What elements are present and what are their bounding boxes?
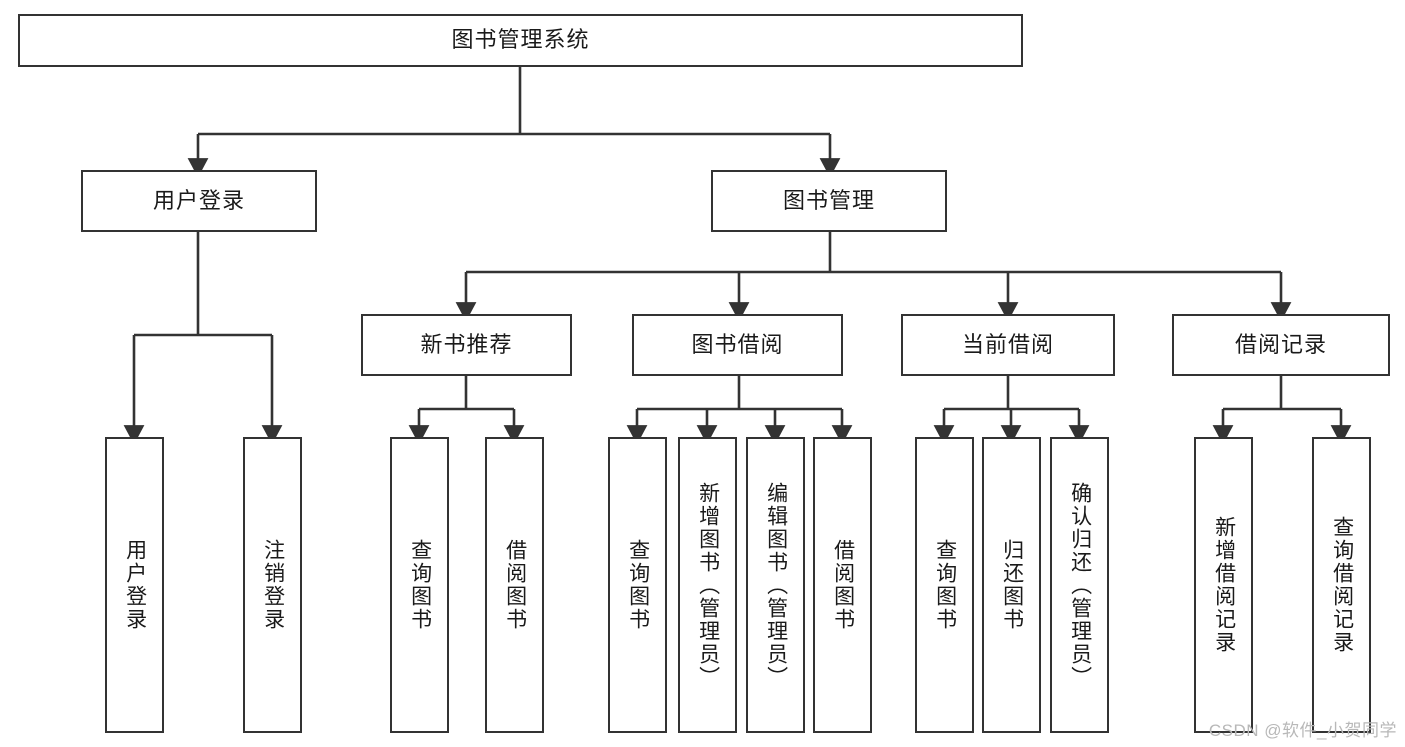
- node-book-management[interactable]: 图书管理: [711, 170, 947, 232]
- node-book-borrow[interactable]: 图书借阅: [632, 314, 843, 376]
- leaf-record-query-record[interactable]: 查询借阅记录: [1312, 437, 1371, 733]
- leaf-recommend-borrow-book[interactable]: 借阅图书: [485, 437, 544, 733]
- node-label: 查询图书: [408, 539, 432, 631]
- node-label: 借阅记录: [1234, 331, 1327, 357]
- leaf-borrow-edit-book-admin[interactable]: 编辑图书（管理员）: [746, 437, 805, 733]
- leaf-recommend-query-book[interactable]: 查询图书: [390, 437, 449, 733]
- node-label: 确认归还（管理员）: [1068, 481, 1092, 689]
- leaf-user-login[interactable]: 用户登录: [105, 437, 164, 733]
- node-label: 新增图书（管理员）: [696, 481, 720, 689]
- node-label: 借阅图书: [831, 539, 855, 631]
- leaf-record-add-record[interactable]: 新增借阅记录: [1194, 437, 1253, 733]
- node-current-borrow[interactable]: 当前借阅: [901, 314, 1115, 376]
- node-label: 编辑图书（管理员）: [764, 481, 788, 689]
- leaf-user-logout[interactable]: 注销登录: [243, 437, 302, 733]
- leaf-current-confirm-return-admin[interactable]: 确认归还（管理员）: [1050, 437, 1109, 733]
- node-label: 图书管理: [782, 187, 875, 213]
- node-label: 图书管理系统: [451, 27, 590, 53]
- leaf-borrow-borrow-book[interactable]: 借阅图书: [813, 437, 872, 733]
- leaf-borrow-query-book[interactable]: 查询图书: [608, 437, 667, 733]
- node-label: 注销登录: [261, 539, 285, 631]
- node-new-book-recommend[interactable]: 新书推荐: [361, 314, 572, 376]
- leaf-current-return-book[interactable]: 归还图书: [982, 437, 1041, 733]
- node-label: 用户登录: [123, 539, 147, 631]
- node-label: 当前借阅: [961, 331, 1054, 357]
- node-label: 借阅图书: [503, 539, 527, 631]
- leaf-current-query-book[interactable]: 查询图书: [915, 437, 974, 733]
- node-label: 用户登录: [152, 187, 245, 213]
- node-label: 新书推荐: [420, 331, 513, 357]
- node-label: 查询图书: [933, 539, 957, 631]
- node-label: 图书借阅: [691, 331, 784, 357]
- leaf-borrow-add-book-admin[interactable]: 新增图书（管理员）: [678, 437, 737, 733]
- node-label: 归还图书: [1000, 539, 1024, 631]
- node-root-system[interactable]: 图书管理系统: [18, 14, 1023, 67]
- node-label: 查询图书: [626, 539, 650, 631]
- node-label: 查询借阅记录: [1330, 516, 1354, 654]
- node-user-login[interactable]: 用户登录: [81, 170, 317, 232]
- csdn-watermark: CSDN @软件_小贺同学: [1208, 721, 1397, 740]
- node-label: 新增借阅记录: [1212, 516, 1236, 654]
- node-borrow-record[interactable]: 借阅记录: [1172, 314, 1390, 376]
